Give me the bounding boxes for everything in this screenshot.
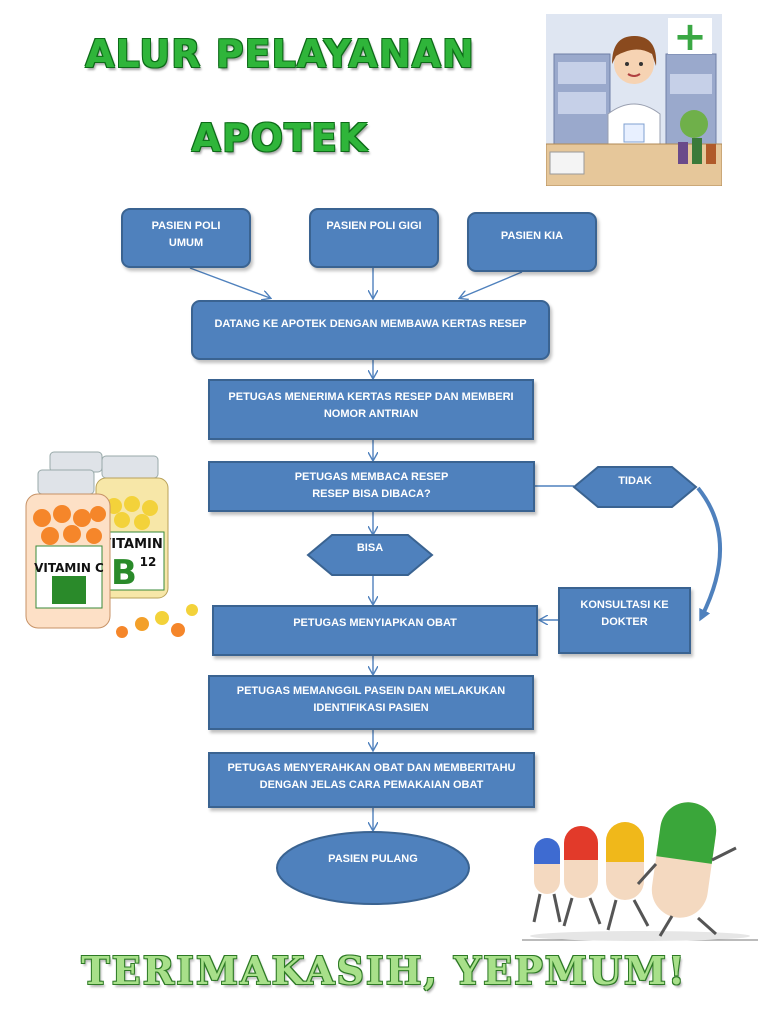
box-petugas-membaca: PETUGAS MEMBACA RESEP RESEP BISA DIBACA? xyxy=(208,461,535,512)
arrow-umum-to-datang xyxy=(189,267,270,298)
box-datang-ke-apotek: DATANG KE APOTEK DENGAN MEMBAWA KERTAS R… xyxy=(191,300,550,360)
box-pasien-poli-gigi-label: PASIEN POLI GIGI xyxy=(326,220,422,232)
bisa-label: BISA xyxy=(356,542,384,554)
box-pasien-poli-gigi: PASIEN POLI GIGI xyxy=(309,208,439,268)
page-title-line2: APOTEK xyxy=(191,116,369,160)
vitamin-bottles-illustration: VITAMIN B 12 VITAMIN C xyxy=(25,451,198,638)
box-membaca-line1: PETUGAS MEMBACA RESEP xyxy=(294,471,449,483)
arrow-tidak-to-konsultasi xyxy=(696,486,722,622)
box-menerima-label: PETUGAS MENERIMA KERTAS RESEP DAN MEMBER… xyxy=(228,391,514,421)
tidak-label: TIDAK xyxy=(618,475,652,487)
dancing-pills-illustration xyxy=(522,802,758,941)
box-menyiapkan-label: PETUGAS MENYIAPKAN OBAT xyxy=(293,617,457,629)
box-petugas-menyerahkan: PETUGAS MENYERAHKAN OBAT DAN MEMBERITAHU… xyxy=(208,752,535,808)
vitamin-c-label: VITAMIN C xyxy=(34,561,104,575)
pasien-pulang-label: PASIEN PULANG xyxy=(328,853,418,865)
box-membaca-line2: RESEP BISA DIBACA? xyxy=(312,488,431,501)
pulang-terminal-shape xyxy=(276,831,470,905)
box-petugas-menerima: PETUGAS MENERIMA KERTAS RESEP DAN MEMBER… xyxy=(208,379,534,440)
pharmacist-illustration: + xyxy=(546,14,722,186)
bisa-decision-shape xyxy=(306,534,434,576)
box-konsultasi-dokter: KONSULTASI KE DOKTER xyxy=(558,587,691,654)
box-pasien-kia-label: PASIEN KIA xyxy=(500,230,564,242)
vitamin-b12-sub: 12 xyxy=(140,555,157,569)
vitamin-b12-letter: B xyxy=(111,553,137,593)
box-konsultasi-label: KONSULTASI KE DOKTER xyxy=(580,599,669,629)
tidak-decision-shape xyxy=(572,466,698,508)
box-pasien-kia: PASIEN KIA xyxy=(467,212,597,272)
pharmacy-cross-icon: + xyxy=(673,14,707,60)
box-pasien-poli-umum: PASIEN POLI UMUM xyxy=(121,208,251,268)
vitamin-b12-word: VITAMIN xyxy=(101,537,162,552)
box-pasien-poli-umum-label: PASIEN POLI UMUM xyxy=(151,220,221,250)
arrow-kia-to-datang xyxy=(460,271,523,298)
box-petugas-memanggil: PETUGAS MEMANGGIL PASEIN DAN MELAKUKAN I… xyxy=(208,675,534,730)
footer-thanks: TERIMAKASIH, YEPMUM! xyxy=(81,948,687,993)
box-menyerahkan-label: PETUGAS MENYERAHKAN OBAT DAN MEMBERITAHU… xyxy=(227,762,516,792)
box-petugas-menyiapkan: PETUGAS MENYIAPKAN OBAT xyxy=(212,605,538,656)
box-datang-label: DATANG KE APOTEK DENGAN MEMBAWA KERTAS R… xyxy=(214,318,527,330)
box-memanggil-label: PETUGAS MEMANGGIL PASEIN DAN MELAKUKAN I… xyxy=(236,685,506,715)
page-title-line1: ALUR PELAYANAN xyxy=(85,32,475,76)
